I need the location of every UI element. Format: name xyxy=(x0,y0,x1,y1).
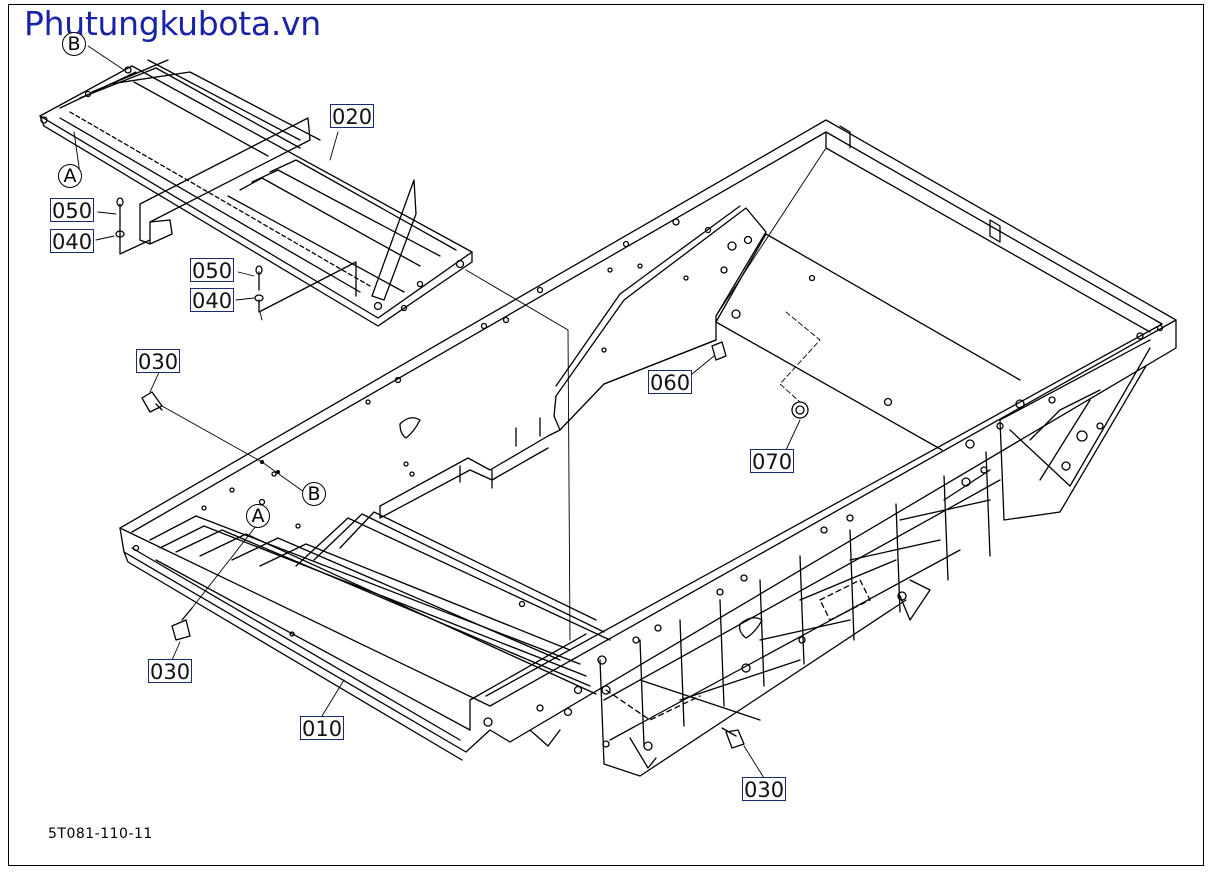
ref-a-main: A xyxy=(246,504,270,528)
callout-060[interactable]: 060 xyxy=(648,370,693,395)
ref-b-main: B xyxy=(302,482,326,506)
callout-050-upper[interactable]: 050 xyxy=(50,198,95,223)
callout-010[interactable]: 010 xyxy=(300,716,345,741)
callout-040-upper[interactable]: 040 xyxy=(50,229,95,254)
callout-070[interactable]: 070 xyxy=(750,449,795,474)
leader-lines xyxy=(73,45,827,779)
callout-050-lower[interactable]: 050 xyxy=(190,258,235,283)
drawing-code: 5T081-110-11 xyxy=(48,826,153,842)
part-020-cover xyxy=(39,59,473,327)
ref-b-top: B xyxy=(62,32,86,56)
ref-a-top: A xyxy=(58,164,82,188)
callout-030-upper-left[interactable]: 030 xyxy=(136,349,181,374)
callout-020[interactable]: 020 xyxy=(330,104,375,129)
callout-040-lower[interactable]: 040 xyxy=(190,288,235,313)
callout-030-right[interactable]: 030 xyxy=(742,777,787,802)
part-010-frame xyxy=(119,119,1177,777)
fasteners xyxy=(115,197,809,749)
callout-030-lower-left[interactable]: 030 xyxy=(148,659,193,684)
drawing-frame xyxy=(8,4,1204,866)
frame-holes xyxy=(132,218,1164,751)
